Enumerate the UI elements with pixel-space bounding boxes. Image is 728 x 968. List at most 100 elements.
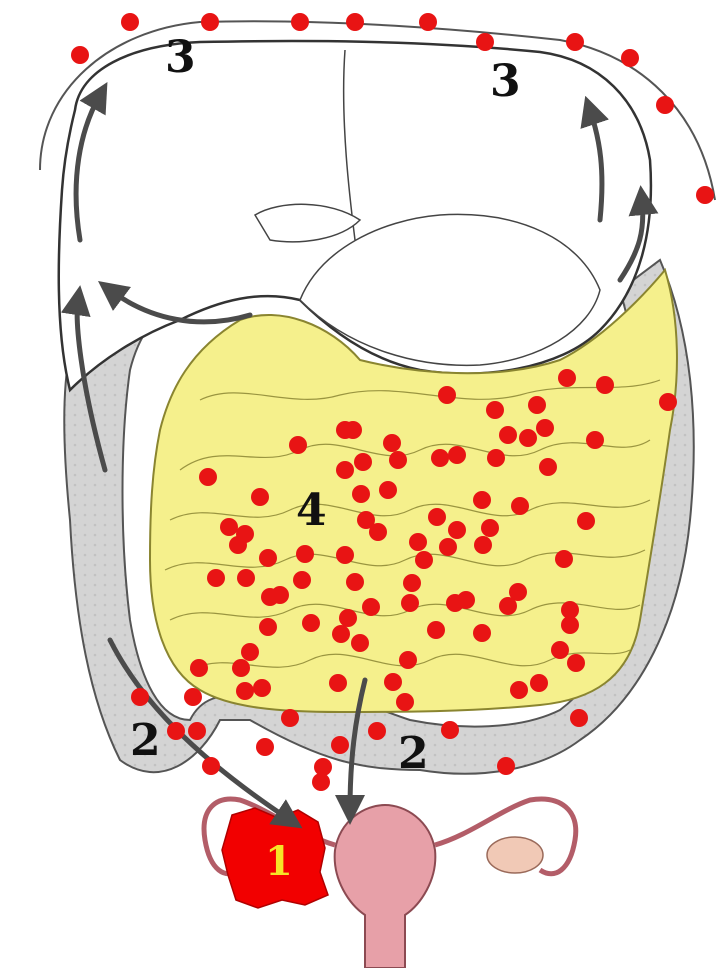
metastasis-dot bbox=[497, 757, 515, 775]
metastasis-dot bbox=[448, 446, 466, 464]
metastasis-dot bbox=[331, 736, 349, 754]
metastasis-dot bbox=[207, 569, 225, 587]
metastasis-dot bbox=[289, 436, 307, 454]
metastasis-dot bbox=[121, 13, 139, 31]
metastasis-dot bbox=[555, 550, 573, 568]
metastasis-dot bbox=[528, 396, 546, 414]
metastasis-dot bbox=[409, 533, 427, 551]
metastasis-dot bbox=[384, 673, 402, 691]
metastasis-dot bbox=[659, 393, 677, 411]
metastasis-dot bbox=[510, 681, 528, 699]
metastasis-dot bbox=[379, 481, 397, 499]
metastasis-dot bbox=[621, 49, 639, 67]
metastasis-dot bbox=[399, 651, 417, 669]
metastasis-dot bbox=[202, 757, 220, 775]
metastasis-dot bbox=[329, 674, 347, 692]
metastasis-dot bbox=[336, 461, 354, 479]
metastasis-dot bbox=[439, 538, 457, 556]
metastasis-dot bbox=[271, 586, 289, 604]
metastasis-dot bbox=[253, 679, 271, 697]
metastasis-dot bbox=[351, 634, 369, 652]
metastasis-dot bbox=[383, 434, 401, 452]
metastasis-dot bbox=[438, 386, 456, 404]
metastasis-dot bbox=[481, 519, 499, 537]
metastasis-dot bbox=[586, 431, 604, 449]
metastasis-dot bbox=[259, 618, 277, 636]
metastasis-dot bbox=[312, 773, 330, 791]
metastasis-dot bbox=[519, 429, 537, 447]
metastasis-dot bbox=[511, 497, 529, 515]
metastasis-dot bbox=[499, 597, 517, 615]
label-primary-tumor: 1 bbox=[265, 838, 293, 885]
metastasis-dot bbox=[336, 546, 354, 564]
metastasis-dot bbox=[566, 33, 584, 51]
metastasis-dot bbox=[530, 674, 548, 692]
metastasis-dot bbox=[536, 419, 554, 437]
metastasis-dot bbox=[339, 609, 357, 627]
metastasis-dot bbox=[486, 401, 504, 419]
metastasis-dot bbox=[296, 545, 314, 563]
label-pelvic-right: 2 bbox=[398, 728, 429, 779]
metastasis-dot bbox=[656, 96, 674, 114]
metastasis-dot bbox=[199, 468, 217, 486]
metastasis-dot bbox=[346, 13, 364, 31]
metastasis-dot bbox=[256, 738, 274, 756]
metastasis-dot bbox=[427, 621, 445, 639]
metastasis-dot bbox=[302, 614, 320, 632]
metastasis-dot bbox=[570, 709, 588, 727]
metastasis-dot bbox=[567, 654, 585, 672]
metastasis-dot bbox=[551, 641, 569, 659]
metastasis-dot bbox=[476, 33, 494, 51]
metastasis-dot bbox=[368, 722, 386, 740]
right-ovary bbox=[487, 837, 543, 873]
metastasis-dot bbox=[131, 688, 149, 706]
metastasis-dot bbox=[428, 508, 446, 526]
metastasis-dot bbox=[389, 451, 407, 469]
metastasis-dot bbox=[403, 574, 421, 592]
metastasis-dot bbox=[232, 659, 250, 677]
metastasis-dot bbox=[237, 569, 255, 587]
metastasis-dot bbox=[352, 485, 370, 503]
metastasis-dot bbox=[419, 13, 437, 31]
uterus bbox=[335, 805, 436, 968]
metastasis-dot bbox=[696, 186, 714, 204]
metastasis-dot bbox=[362, 598, 380, 616]
metastasis-dot bbox=[474, 536, 492, 554]
metastasis-dot bbox=[431, 449, 449, 467]
metastasis-dot bbox=[415, 551, 433, 569]
metastasis-dot bbox=[220, 518, 238, 536]
label-diaphragm-right: 3 bbox=[490, 56, 521, 107]
metastasis-dot bbox=[201, 13, 219, 31]
label-small-intestine: 4 bbox=[296, 485, 327, 536]
metastasis-dot bbox=[596, 376, 614, 394]
metastasis-dot bbox=[167, 722, 185, 740]
metastasis-dot bbox=[369, 523, 387, 541]
metastasis-dot bbox=[346, 573, 364, 591]
metastasis-dot bbox=[236, 682, 254, 700]
metastasis-dot bbox=[293, 571, 311, 589]
metastasis-dot bbox=[241, 643, 259, 661]
metastasis-dot bbox=[577, 512, 595, 530]
metastasis-dot bbox=[539, 458, 557, 476]
metastasis-dot bbox=[401, 594, 419, 612]
metastasis-dot bbox=[499, 426, 517, 444]
metastasis-dot bbox=[448, 521, 466, 539]
metastasis-dot bbox=[558, 369, 576, 387]
metastasis-dot bbox=[229, 536, 247, 554]
metastasis-dot bbox=[291, 13, 309, 31]
metastasis-dot bbox=[281, 709, 299, 727]
metastasis-dot bbox=[190, 659, 208, 677]
metastasis-dot bbox=[251, 488, 269, 506]
metastasis-dot bbox=[184, 688, 202, 706]
label-pelvic-left: 2 bbox=[130, 715, 161, 766]
metastasis-dot bbox=[332, 625, 350, 643]
metastasis-dot bbox=[354, 453, 372, 471]
metastasis-dot bbox=[188, 722, 206, 740]
metastasis-dot bbox=[344, 421, 362, 439]
metastasis-dot bbox=[561, 616, 579, 634]
metastasis-dot bbox=[71, 46, 89, 64]
metastasis-dot bbox=[473, 491, 491, 509]
metastasis-dot bbox=[457, 591, 475, 609]
metastasis-dot bbox=[487, 449, 505, 467]
